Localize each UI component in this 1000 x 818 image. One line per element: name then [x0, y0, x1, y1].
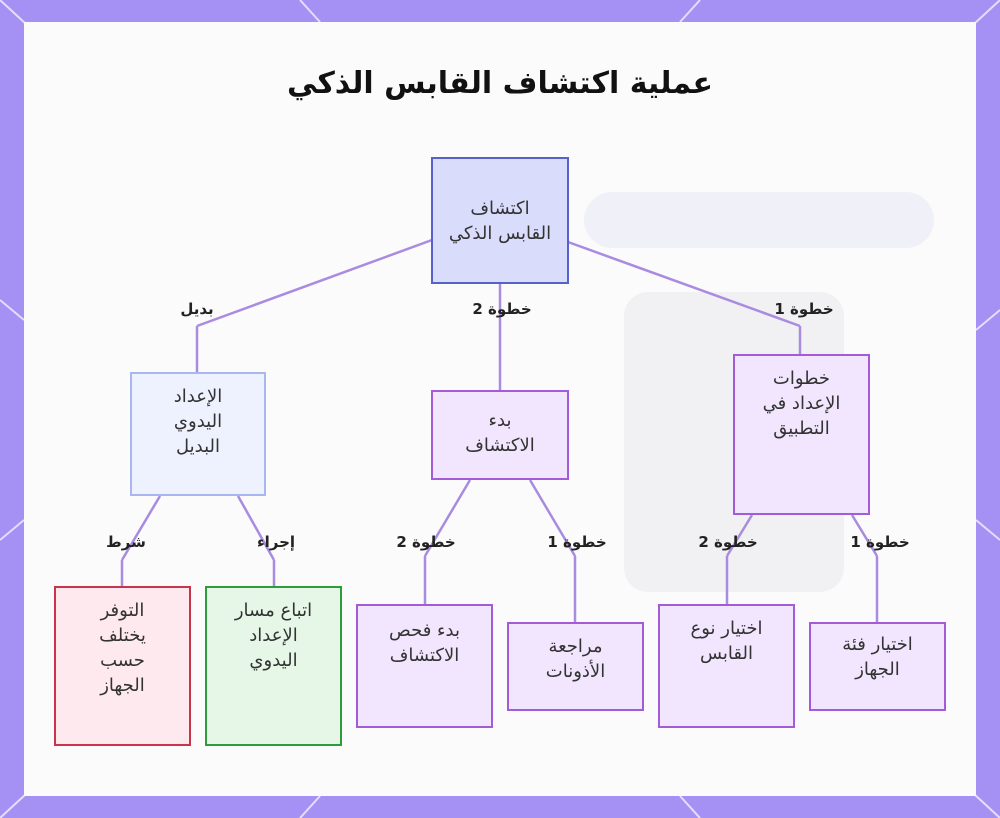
node-choose-device-category-label: اختيار فئة الجهاز — [842, 634, 913, 680]
background-blur-pill — [584, 192, 934, 248]
node-choose-plug-type: اختيار نوع القابس — [658, 604, 795, 728]
node-start-discovery-label: بدء الاكتشاف — [465, 410, 535, 456]
edge-label-step2-mid: خطوة 2 — [396, 533, 456, 551]
edge-label-condition: شرط — [106, 533, 146, 551]
edge-label-step2-right: خطوة 2 — [698, 533, 758, 551]
edge-label-step1-top: خطوة 1 — [774, 300, 834, 318]
node-start-scan: بدء فحص الاكتشاف — [356, 604, 493, 728]
node-app-setup-steps-label: خطوات الإعداد في التطبيق — [762, 368, 841, 439]
diagram-title: عملية اكتشاف القابس الذكي — [287, 66, 713, 101]
node-availability-condition: التوفر يختلف حسب الجهاز — [54, 586, 191, 746]
edge-label-step2-top: خطوة 2 — [472, 300, 532, 318]
node-availability-condition-label: التوفر يختلف حسب الجهاز — [99, 600, 146, 696]
node-follow-manual-path-label: اتباع مسار الإعداد اليدوي — [234, 600, 313, 671]
node-follow-manual-path: اتباع مسار الإعداد اليدوي — [205, 586, 342, 746]
edge-app-type — [725, 514, 754, 557]
node-review-permissions-label: مراجعة الأذونات — [545, 636, 606, 682]
node-app-setup-steps: خطوات الإعداد في التطبيق — [733, 354, 870, 515]
edge-manual-follow — [236, 495, 276, 561]
edge-start-perms — [528, 479, 577, 557]
edge-root-manual — [196, 238, 433, 328]
edge-app-category — [850, 514, 879, 557]
edge-root-app — [567, 240, 801, 328]
node-manual-alternative: الإعداد اليدوي البديل — [130, 372, 266, 496]
edge-label-alternative: بديل — [180, 300, 214, 318]
node-root-label: اكتشاف القابس الذكي — [448, 197, 552, 244]
edge-label-step1-right: خطوة 1 — [850, 533, 910, 551]
edge-start-scan — [423, 479, 472, 557]
node-manual-alternative-label: الإعداد اليدوي البديل — [173, 386, 223, 457]
edge-manual-availability — [120, 495, 162, 561]
node-review-permissions: مراجعة الأذونات — [507, 622, 644, 711]
node-root: اكتشاف القابس الذكي — [431, 157, 569, 284]
node-start-discovery: بدء الاكتشاف — [431, 390, 569, 480]
node-choose-plug-type-label: اختيار نوع القابس — [690, 618, 763, 664]
node-choose-device-category: اختيار فئة الجهاز — [809, 622, 946, 711]
node-start-scan-label: بدء فحص الاكتشاف — [389, 620, 460, 666]
edge-label-action: إجراء — [256, 533, 296, 551]
edge-label-step1-mid: خطوة 1 — [547, 533, 607, 551]
